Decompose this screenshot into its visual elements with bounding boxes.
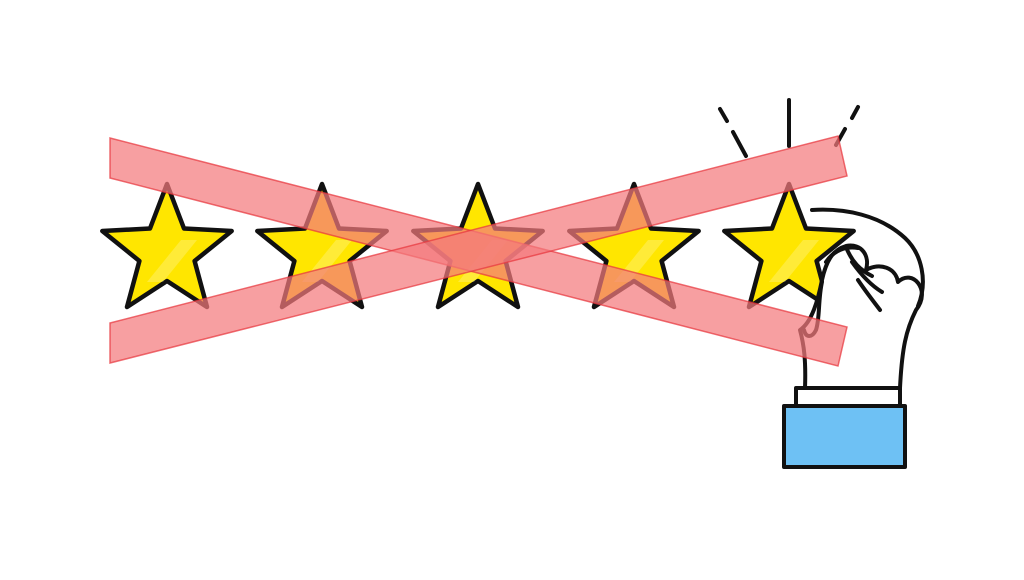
star-shine <box>769 240 819 282</box>
finger-line <box>856 278 882 312</box>
star-shape <box>722 181 856 310</box>
cross-band-up <box>109 135 848 364</box>
sparkle-lines-icon <box>718 98 860 158</box>
star-icon <box>722 181 856 310</box>
finger-line <box>850 260 884 294</box>
star-shine <box>147 240 197 282</box>
sparkle-line-right <box>850 105 860 120</box>
sparkle-line-left <box>718 107 729 123</box>
sleeve <box>782 404 907 469</box>
thumb-line <box>824 245 860 264</box>
shirt-cuff <box>794 386 902 408</box>
sparkle-line-left <box>731 130 748 158</box>
star-shape <box>100 181 234 310</box>
finger-line <box>810 207 925 308</box>
finger-line <box>844 245 874 278</box>
x-mark-icon <box>109 135 848 367</box>
star-icon <box>100 181 234 310</box>
